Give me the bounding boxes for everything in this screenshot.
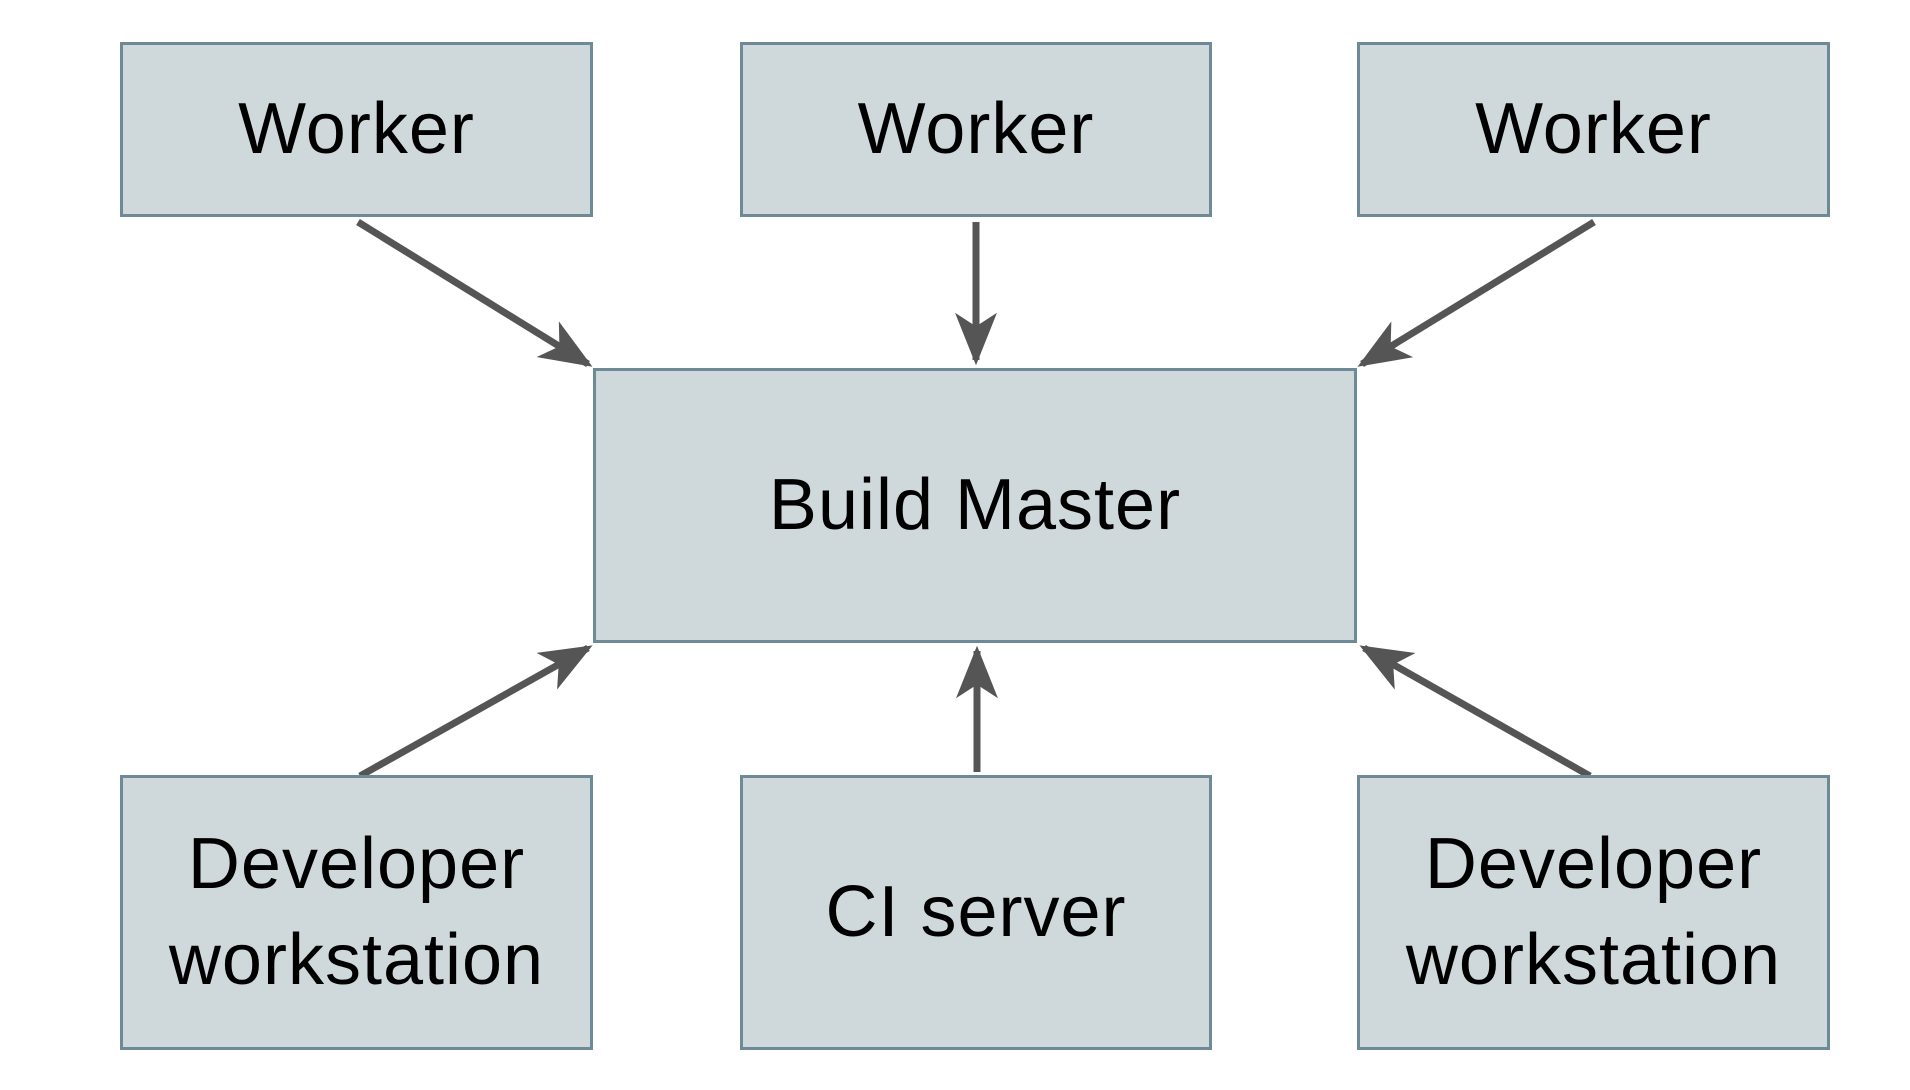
node-worker-3: Worker	[1357, 42, 1830, 217]
node-worker-1-label: Worker	[238, 88, 475, 169]
node-worker-1: Worker	[120, 42, 593, 217]
arrow-dev-workstation-2-to-build-master	[1359, 644, 1592, 780]
node-ci-server: CI server	[740, 775, 1212, 1050]
arrow-worker-1-to-build-master	[356, 219, 593, 367]
arrow-worker-3-to-build-master	[1357, 219, 1596, 367]
node-developer-workstation-1-label: Developer workstation	[168, 824, 545, 1000]
node-developer-workstation-2-label: Developer workstation	[1405, 824, 1782, 1000]
node-worker-2-label: Worker	[857, 88, 1095, 169]
node-build-master-label: Build Master	[768, 464, 1182, 545]
node-developer-workstation-2: Developer workstation	[1357, 775, 1830, 1050]
node-worker-2: Worker	[740, 42, 1212, 217]
arrow-dev-workstation-1-to-build-master	[358, 644, 593, 780]
node-build-master: Build Master	[593, 368, 1357, 643]
node-worker-3-label: Worker	[1475, 88, 1712, 169]
node-developer-workstation-1: Developer workstation	[120, 775, 593, 1050]
node-ci-server-label: CI server	[825, 871, 1127, 952]
